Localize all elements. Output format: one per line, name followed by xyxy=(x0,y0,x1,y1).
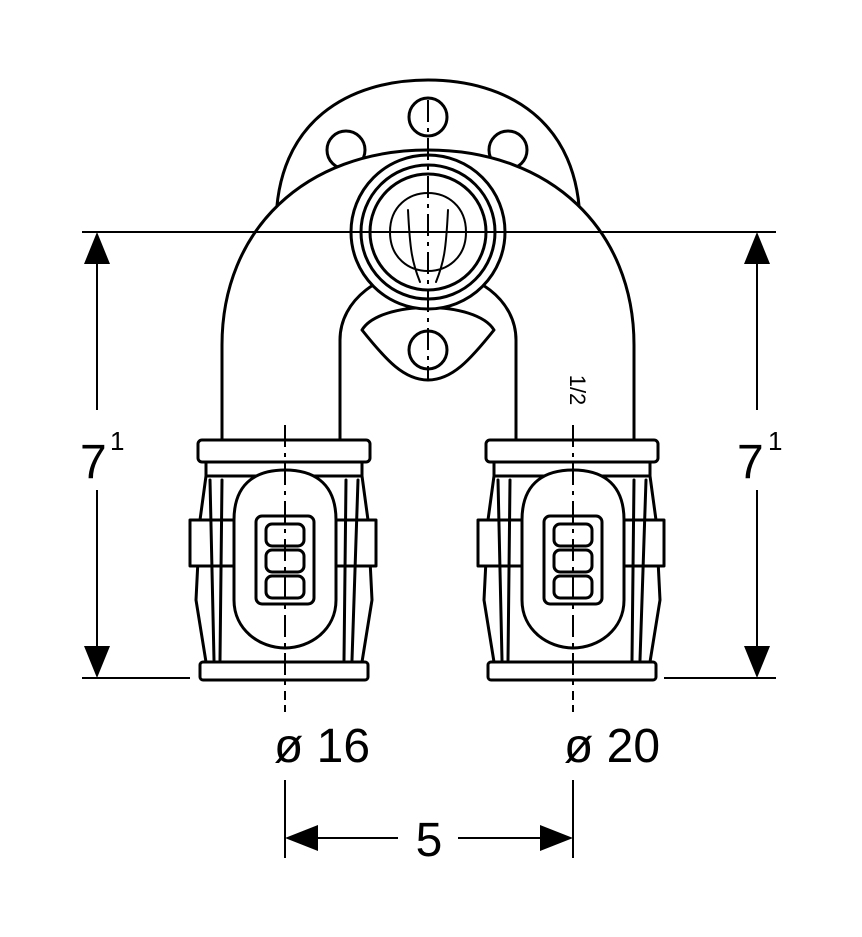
arrow-spacing-right xyxy=(540,825,573,851)
flange-hole-top xyxy=(407,96,449,138)
spacing-label: 5 xyxy=(416,814,443,867)
arrow-spacing-left xyxy=(285,825,318,851)
arrow-left-bottom xyxy=(84,646,110,678)
left-height-sup: 1 xyxy=(110,426,124,456)
press-fitting-right xyxy=(476,438,666,682)
right-height-sup: 1 xyxy=(768,426,782,456)
press-fitting-left xyxy=(188,438,378,682)
arrow-left-top xyxy=(84,232,110,264)
left-height-value: 7 xyxy=(80,436,107,489)
arrow-right-bottom xyxy=(744,646,770,678)
right-height-value: 7 xyxy=(737,436,764,489)
right-diameter-label: ø 20 xyxy=(564,720,660,773)
thread-size-label: 1/2 xyxy=(565,375,590,406)
left-diameter-label: ø 16 xyxy=(274,720,370,773)
arrow-right-top xyxy=(744,232,770,264)
